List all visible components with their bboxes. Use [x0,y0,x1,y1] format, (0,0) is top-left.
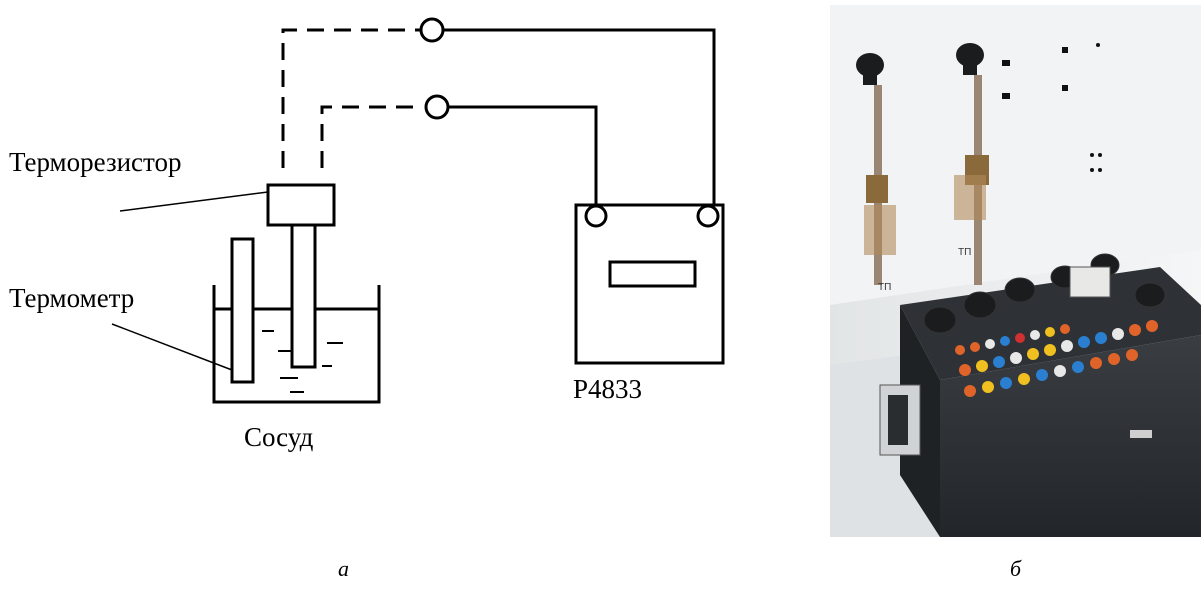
thermometer-label: Термометр [9,285,134,312]
apparatus-illustration: ТП ТП [830,5,1201,537]
nameplate [1130,430,1152,438]
terminal-bottom [426,96,448,118]
thermoresistor-leader [120,192,268,211]
board-label-right: ТП [958,247,971,258]
wire-bottom [448,107,596,205]
meter-label: Р4833 [573,376,642,403]
dashed-lead-inner [322,107,420,168]
board-label-left: ТП [878,282,891,293]
meter-display [610,262,695,286]
thermoresistor-block [268,185,334,225]
apparatus-photo: ТП ТП [830,5,1201,537]
caption-a: а [338,558,349,580]
vessel-label: Сосуд [244,424,313,451]
wire-top [443,30,714,205]
thermoresistor-rod [292,225,315,367]
thermometer-rod [232,239,253,382]
galvanometer [1070,267,1110,297]
dashed-lead-outer [283,30,420,168]
instrument-box [880,267,1201,537]
meter-terminal-left [586,206,606,226]
thermoresistor-label: Терморезистор [9,149,181,176]
caption-b: б [1010,558,1021,580]
meter-terminal-right [698,206,718,226]
terminal-top [421,19,443,41]
